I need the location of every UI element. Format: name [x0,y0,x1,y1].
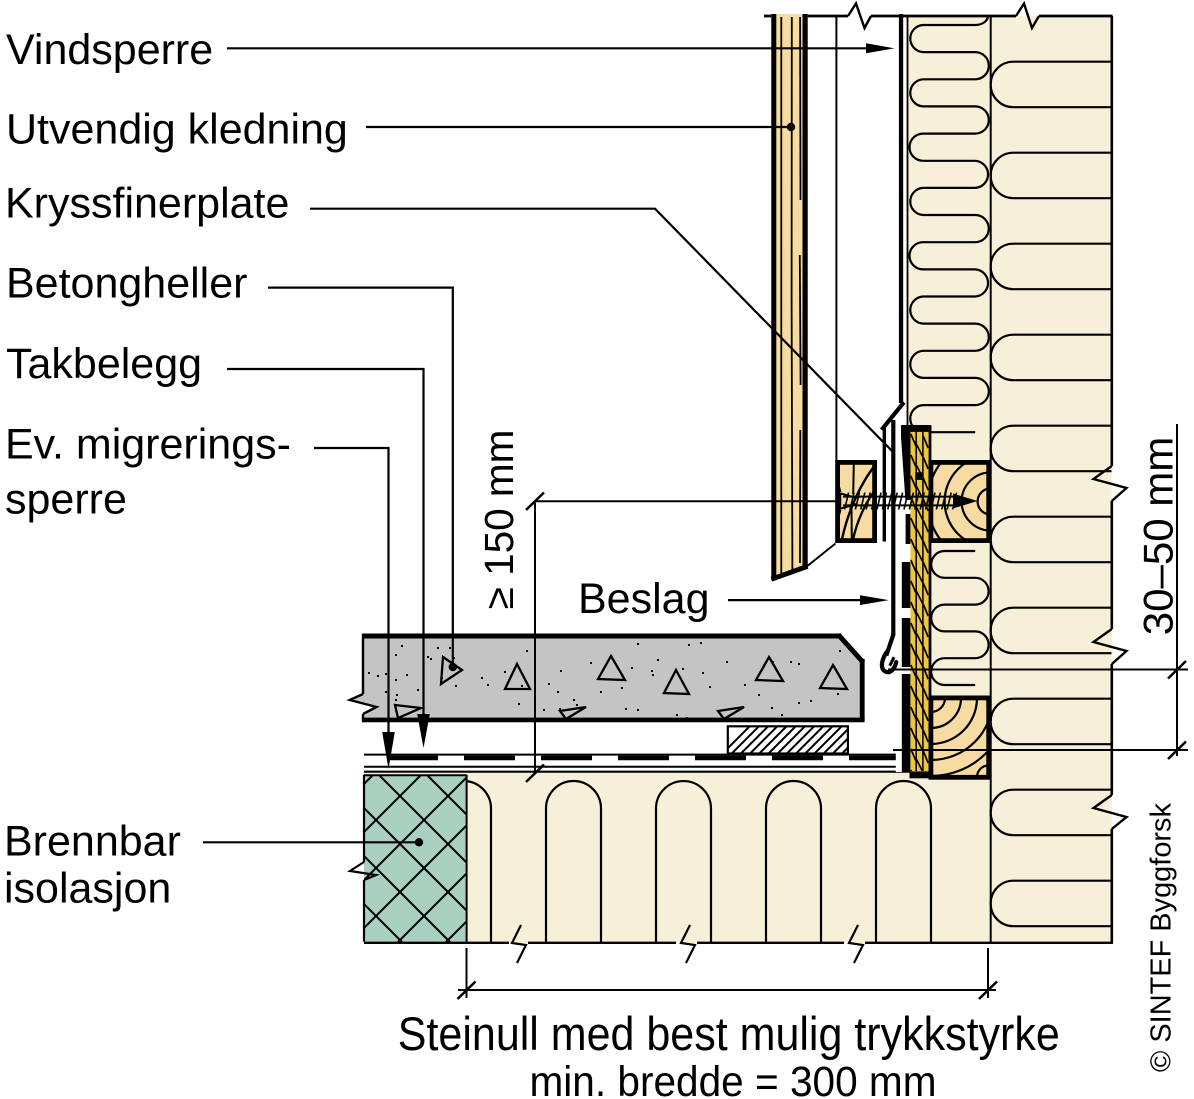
svg-text:Betongheller: Betongheller [6,260,247,308]
svg-text:Beslag: Beslag [578,575,709,623]
svg-text:© SINTEF Byggforsk: © SINTEF Byggforsk [1146,803,1178,1072]
svg-text:Vindsperre: Vindsperre [6,26,213,74]
svg-text:Ev. migrerings-: Ev. migrerings- [5,420,291,468]
svg-text:Takbelegg: Takbelegg [6,340,202,388]
svg-text:sperre: sperre [5,476,127,524]
svg-text:isolasjon: isolasjon [4,865,171,913]
svg-text:Brennbar: Brennbar [4,818,181,866]
svg-text:30–50 mm: 30–50 mm [1135,437,1182,635]
svg-text:≥ 150 mm: ≥ 150 mm [476,430,522,610]
svg-text:Steinull med best mulig trykks: Steinull med best mulig trykkstyrke [398,1007,1060,1060]
svg-text:Utvendig kledning: Utvendig kledning [6,106,348,154]
svg-text:min. bredde = 300 mm: min. bredde = 300 mm [530,1058,937,1099]
svg-text:Kryssfinerplate: Kryssfinerplate [5,180,289,228]
